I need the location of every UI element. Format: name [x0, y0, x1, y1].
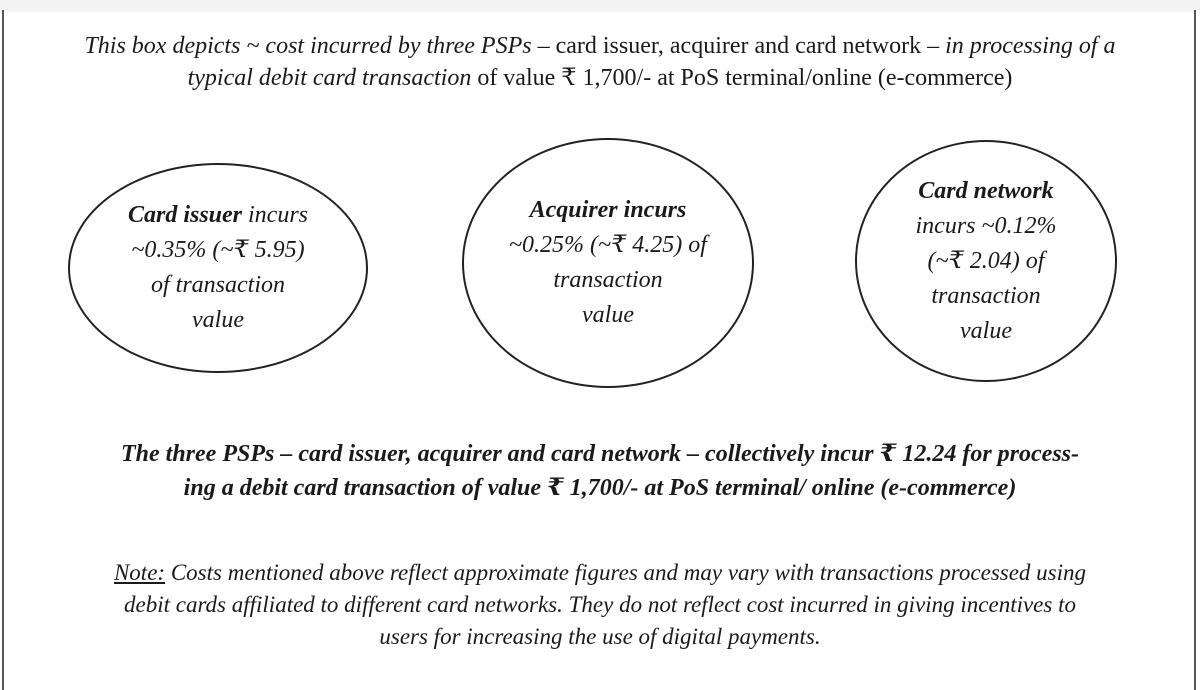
- circle-line: of transaction: [150, 272, 285, 298]
- circle-line: incurs ~0.12%: [915, 212, 1057, 239]
- intro-line2-a: typical debit card transaction: [187, 65, 472, 91]
- card-network-circle: Card network incurs ~0.12% (~₹ 2.04) of …: [855, 140, 1117, 382]
- circle-line: value: [960, 317, 1012, 344]
- circle-line: transaction: [931, 282, 1041, 309]
- intro-line2-b: of value ₹ 1,700/- at PoS terminal/onlin…: [471, 65, 1013, 91]
- circle-line: transaction: [553, 267, 663, 293]
- note-text: Note: Costs mentioned above reflect appr…: [0, 557, 1200, 653]
- circle-title: Acquirer incurs: [529, 197, 687, 223]
- circle-line: incurs: [242, 202, 309, 228]
- note-line2: debit cards affiliated to different card…: [124, 592, 1076, 617]
- note-line1: Costs mentioned above reflect approximat…: [165, 560, 1087, 585]
- top-band: [0, 0, 1200, 12]
- note-label: Note:: [113, 560, 166, 585]
- intro-line1-a: This box depicts ~ cost incurred by thre…: [84, 33, 532, 59]
- card-issuer-circle: Card issuer incurs ~0.35% (~₹ 5.95) of t…: [68, 163, 368, 373]
- box-frame: [2, 10, 1196, 690]
- intro-text: This box depicts ~ cost incurred by thre…: [0, 30, 1200, 94]
- acquirer-circle: Acquirer incurs ~0.25% (~₹ 4.25) of tran…: [462, 138, 754, 388]
- intro-line1-c: in processing of a: [945, 33, 1116, 59]
- circle-line: value: [192, 307, 244, 333]
- circle-title: Card issuer: [127, 202, 243, 228]
- circle-line: ~0.35% (~₹ 5.95): [131, 237, 305, 263]
- circle-line: value: [582, 302, 634, 328]
- circle-line: ~0.25% (~₹ 4.25) of: [509, 232, 707, 258]
- circle-title: Card network: [918, 177, 1054, 204]
- circle-line: (~₹ 2.04) of: [927, 247, 1045, 274]
- summary-text: The three PSPs – card issuer, acquirer a…: [0, 437, 1200, 505]
- intro-line1-b: – card issuer, acquirer and card network…: [531, 33, 946, 59]
- note-line3: users for increasing the use of digital …: [379, 624, 821, 649]
- summary-line1: The three PSPs – card issuer, acquirer a…: [121, 441, 1079, 467]
- summary-line2: ing a debit card transaction of value ₹ …: [183, 475, 1017, 501]
